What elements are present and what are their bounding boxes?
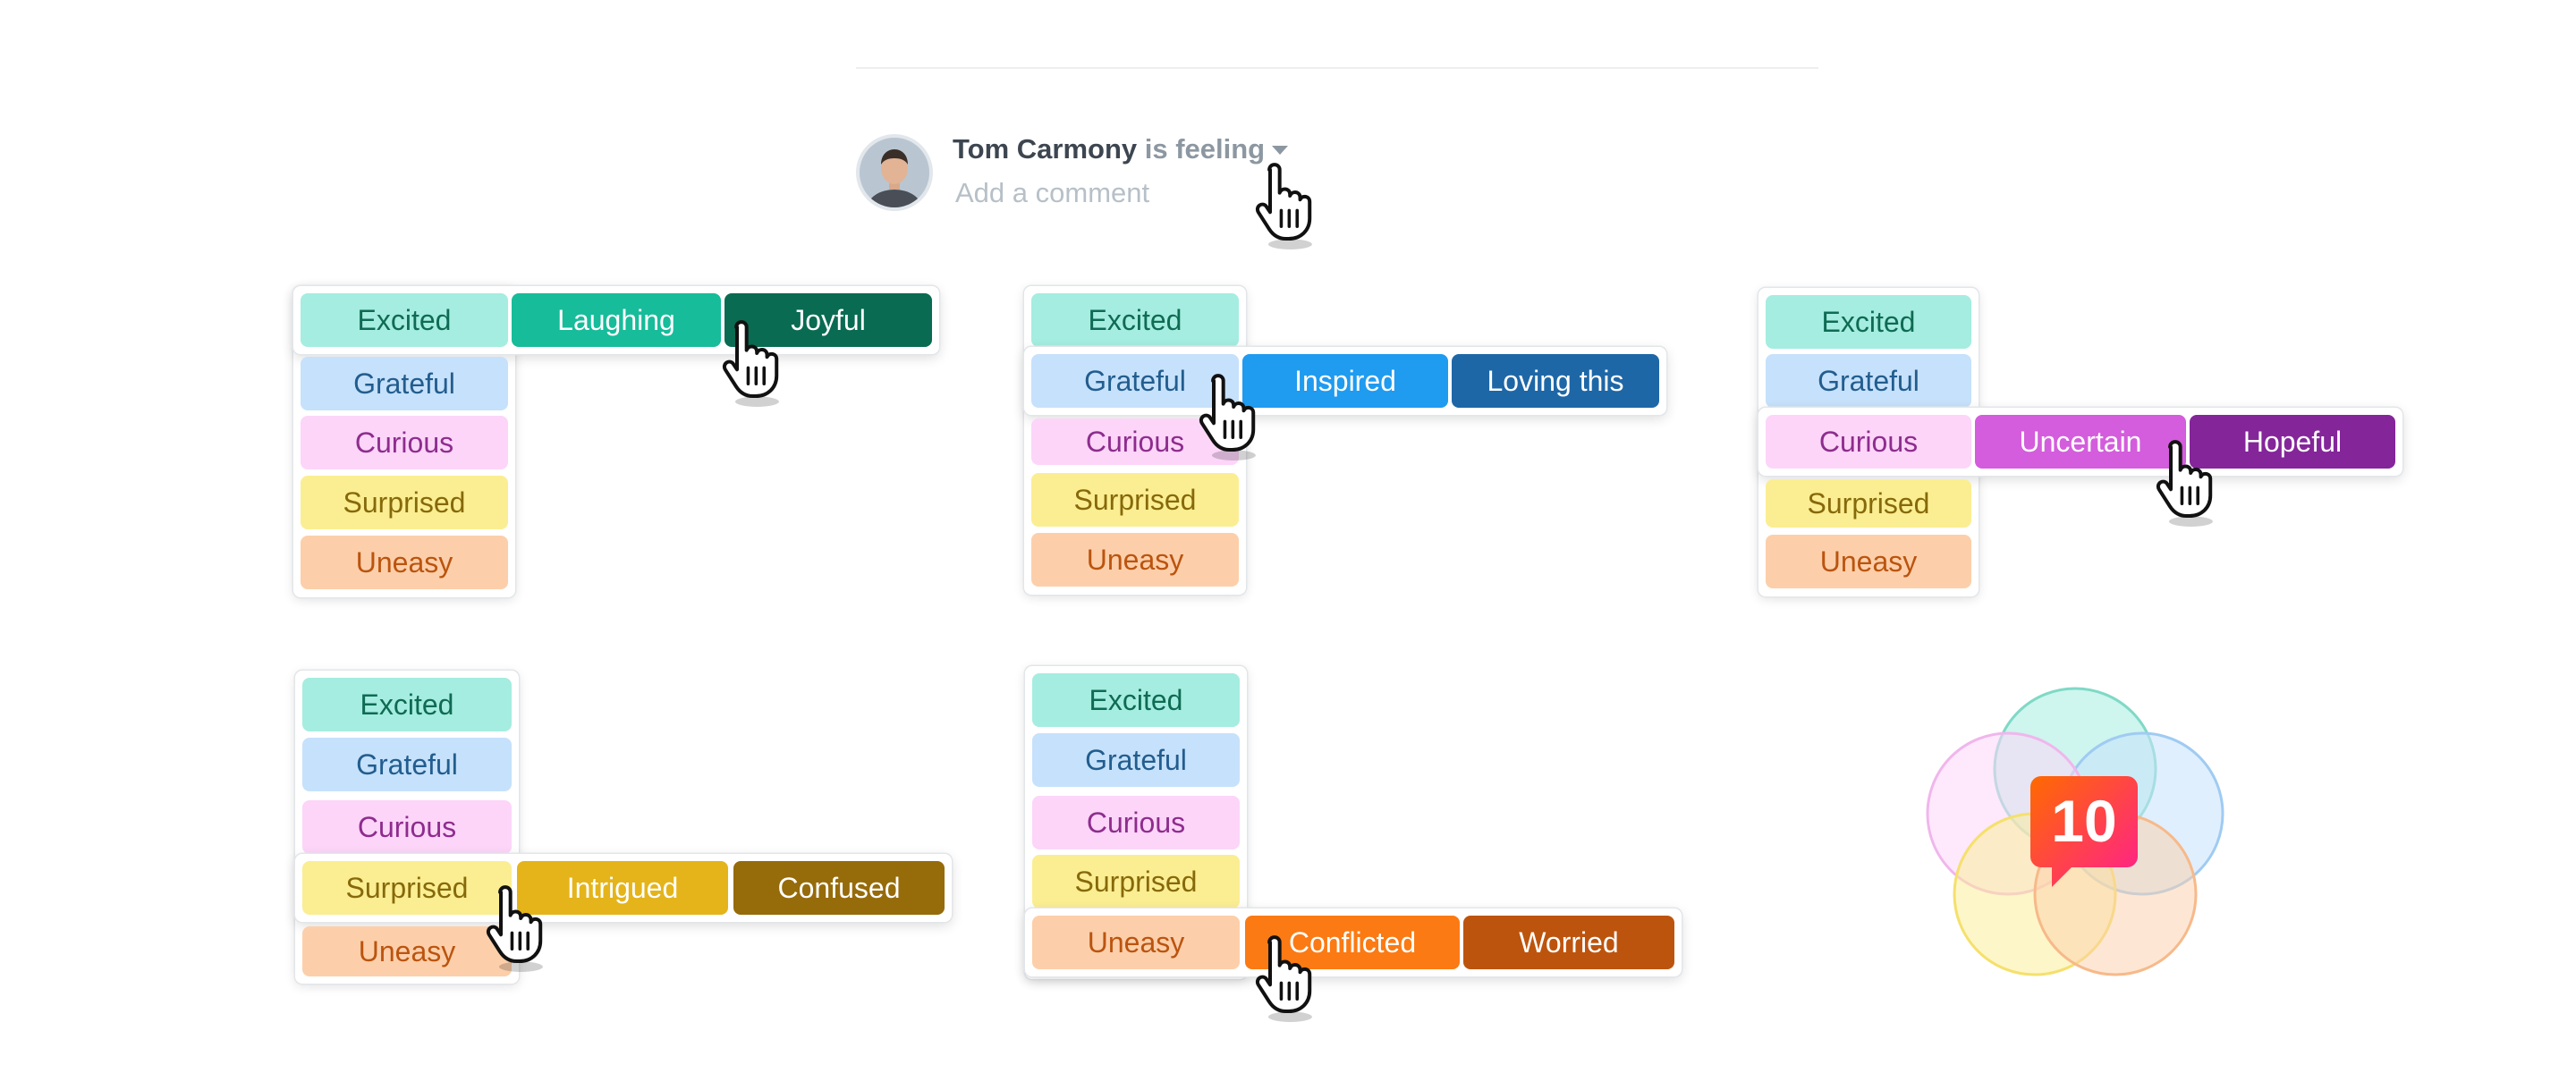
mood-pill-curious[interactable]: Curious (1031, 418, 1239, 465)
mood-pill-uneasy[interactable]: Uneasy (1031, 533, 1239, 587)
mood-pill-grateful[interactable]: Grateful (1032, 733, 1240, 787)
mood-pill-excited[interactable]: Excited (1766, 295, 1971, 349)
detail-pill-intrigued[interactable]: Intrigued (517, 861, 728, 915)
detail-pill-joyful[interactable]: Joyful (724, 293, 932, 347)
mood-pill-surprised[interactable]: Surprised (1766, 479, 1971, 528)
count-badge-icon (2030, 776, 2138, 887)
caret-down-icon (1272, 146, 1289, 155)
feeling-label: is feeling (1144, 133, 1266, 165)
mood-pill-curious[interactable]: Curious (301, 416, 508, 469)
mood-pill-grateful[interactable]: Grateful (301, 357, 508, 410)
detail-pill-loving-this[interactable]: Loving this (1452, 354, 1659, 408)
detail-pill-laughing[interactable]: Laughing (512, 293, 721, 347)
avatar-person-icon (860, 138, 929, 207)
comment-input[interactable]: Add a comment (955, 177, 1150, 208)
mood-pill-grateful[interactable]: Grateful (302, 738, 512, 791)
status-header: Tom Carmony is feeling Add a comment (856, 134, 1482, 241)
mood-pill-curious[interactable]: Curious (302, 800, 512, 854)
detail-pill-uncertain[interactable]: Uncertain (1975, 415, 2186, 469)
user-avatar[interactable] (856, 134, 933, 211)
mood-pill-excited[interactable]: Excited (1031, 293, 1239, 347)
mood-pill-excited[interactable]: Excited (302, 678, 512, 731)
top-divider (856, 67, 1818, 69)
detail-pill-hopeful[interactable]: Hopeful (2190, 415, 2395, 469)
mood-pill-surprised[interactable]: Surprised (1031, 473, 1239, 527)
status-line: Tom Carmony is feeling (953, 133, 1289, 165)
mood-pill-uneasy[interactable]: Uneasy (302, 926, 512, 976)
mood-pill-surprised[interactable]: Surprised (301, 476, 508, 529)
mood-pill-surprised[interactable]: Surprised (1032, 855, 1240, 908)
user-name[interactable]: Tom Carmony (953, 133, 1138, 165)
mood-pill-excited[interactable]: Excited (1032, 673, 1240, 727)
mood-pill-uneasy[interactable]: Uneasy (1766, 535, 1971, 588)
mood-pill-uneasy[interactable]: Uneasy (1032, 916, 1240, 969)
detail-pill-worried[interactable]: Worried (1463, 916, 1674, 969)
mood-pill-grateful[interactable]: Grateful (1766, 354, 1971, 408)
detail-pill-inspired[interactable]: Inspired (1242, 354, 1448, 408)
mood-pill-uneasy[interactable]: Uneasy (301, 536, 508, 589)
mood-pill-excited[interactable]: Excited (301, 293, 508, 347)
mood-pill-surprised[interactable]: Surprised (302, 861, 512, 915)
detail-pill-conflicted[interactable]: Conflicted (1245, 916, 1460, 969)
overlapping-circles-logo-icon: 10 (1926, 687, 2224, 976)
mood-pill-curious[interactable]: Curious (1032, 796, 1240, 849)
badge-count: 10 (2051, 788, 2116, 854)
mood-pill-grateful[interactable]: Grateful (1031, 354, 1239, 408)
feeling-dropdown[interactable]: is feeling (1144, 133, 1289, 165)
mood-pill-curious[interactable]: Curious (1766, 415, 1971, 469)
detail-pill-confused[interactable]: Confused (733, 861, 945, 915)
